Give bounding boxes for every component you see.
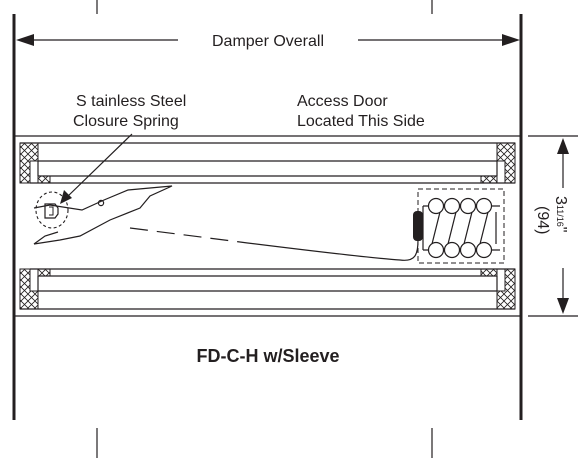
- damper-blade: [33, 185, 173, 245]
- access-door-area: [413, 188, 505, 264]
- closure-spring: [35, 191, 69, 229]
- height-metric-value: (94): [534, 206, 551, 234]
- overall-dimension-label: Damper Overall: [212, 33, 324, 50]
- access-door-label-line2: Located This Side: [297, 113, 425, 130]
- height-dimension: [528, 135, 578, 317]
- svg-text:311/16": 311/16": [552, 196, 569, 232]
- model-title: FD-C-H w/Sleeve: [196, 346, 339, 366]
- duct-outline: [12, 0, 523, 458]
- crosshatch-seals: [19, 142, 516, 310]
- spring-coils: [422, 197, 500, 259]
- access-door-label-line1: Access Door: [297, 93, 388, 110]
- sleeve-frame: [20, 142, 515, 310]
- height-inch-mark: ": [552, 227, 569, 233]
- fusible-link: [413, 211, 423, 241]
- link-travel-path: [129, 227, 419, 261]
- height-fraction: 11/16: [555, 205, 565, 227]
- height-imperial-value: 3: [552, 196, 569, 205]
- spring-leader-arrow: [60, 133, 133, 204]
- spring-label-line2: Closure Spring: [73, 113, 179, 130]
- overall-dimension-arrow: [16, 34, 520, 46]
- height-dimension-label: 311/16" (94): [534, 196, 569, 234]
- spring-label-line1: S tainless Steel: [76, 93, 186, 110]
